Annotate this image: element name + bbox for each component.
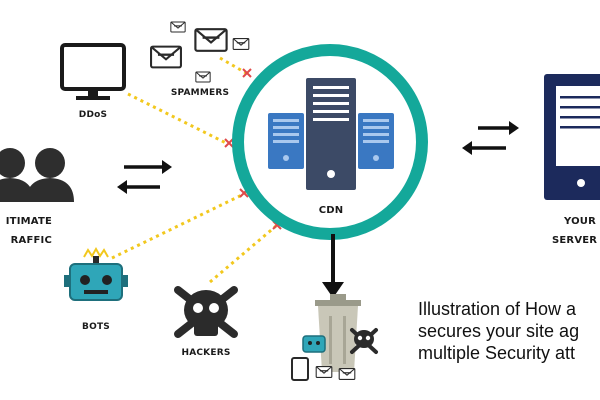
swap-arrows-icon <box>117 160 172 194</box>
envelope-icons <box>150 21 250 83</box>
skull-crossbones-icon <box>174 286 238 338</box>
trash-bin-icon <box>315 294 361 372</box>
caption-line-2: secures your site ag <box>418 321 580 341</box>
spammers-line <box>219 56 247 75</box>
your-server-line-2: SERVER <box>552 235 598 246</box>
hackers-label: HACKERS <box>181 348 231 358</box>
tablet-icon <box>291 357 309 381</box>
block-mark-icon <box>224 138 234 148</box>
bots-line <box>111 191 247 260</box>
skull-crossbones-icon <box>350 328 378 354</box>
origin-server-icon <box>544 74 600 200</box>
envelope-icon <box>195 71 211 83</box>
envelope-icon <box>150 45 182 69</box>
cdn-server-icon <box>268 78 394 190</box>
legitimate-traffic-line-2: RAFFIC <box>10 235 52 246</box>
spammers-label: SPAMMERS <box>170 88 230 98</box>
legitimate-traffic-label: ITIMATE RAFFIC <box>0 212 52 250</box>
legitimate-traffic-line-1: ITIMATE <box>5 216 52 227</box>
bot-icon <box>302 335 326 353</box>
envelope-icon <box>315 366 333 378</box>
attack-lines <box>111 56 282 284</box>
envelope-icon <box>170 21 186 33</box>
envelope-icon <box>194 28 228 52</box>
users-icon <box>0 148 74 202</box>
ddos-line <box>127 92 229 146</box>
monitor-icon <box>60 43 126 100</box>
your-server-label: YOUR SERVER <box>552 212 600 250</box>
diagram-caption: Illustration of How a secures your site … <box>418 298 600 364</box>
envelope-icon <box>232 38 250 50</box>
your-server-line-1: YOUR <box>564 216 597 227</box>
caption-line-3: multiple Security att <box>418 343 576 363</box>
caption-line-1: Illustration of How a <box>418 299 577 319</box>
hackers-line <box>209 224 277 284</box>
cdn-label: CDN <box>318 205 344 216</box>
ddos-label: DDoS <box>78 110 108 120</box>
envelope-icon <box>338 368 356 380</box>
down-arrow-icon <box>322 234 344 298</box>
swap-arrows-icon <box>462 121 519 155</box>
bot-icon <box>64 246 128 301</box>
bots-label: BOTS <box>82 322 110 332</box>
